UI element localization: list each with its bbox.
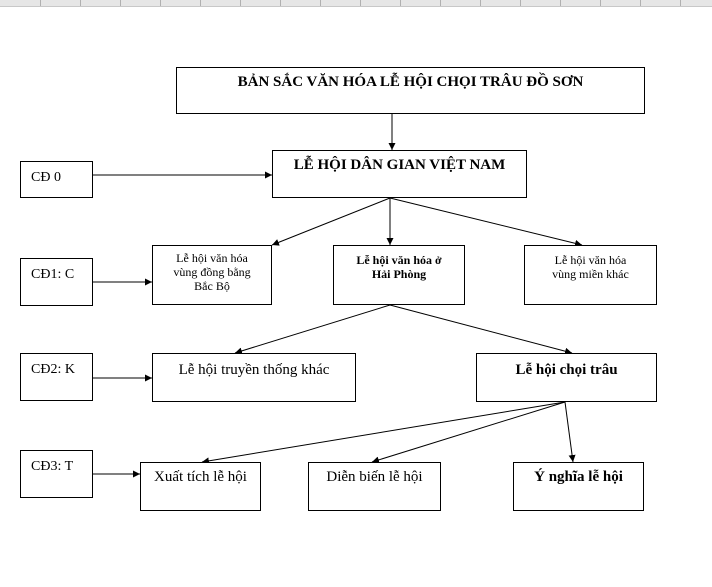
level1-right-line2: vùng miền khác: [552, 266, 629, 281]
ruler-tick: [280, 0, 281, 6]
level1-label: CĐ1: C: [31, 267, 75, 282]
level1-left-line1: Lễ hội văn hóa: [176, 251, 248, 265]
arrow-level2-to-center: [371, 401, 566, 464]
level1-center-box: Lễ hội văn hóa ở Hải Phòng: [333, 245, 465, 305]
level3-right-box: Ý nghĩa lễ hội: [513, 462, 644, 511]
arrow-level2-to-left: [201, 401, 566, 465]
title-box: BẢN SẮC VĂN HÓA LỄ HỘI CHỌI TRÂU ĐỒ SƠN: [176, 67, 645, 114]
arrow-level1-to-left: [234, 304, 391, 355]
ruler-tick: [640, 0, 641, 6]
ruler-tick: [560, 0, 561, 6]
level3-label: CĐ3: T: [31, 459, 74, 474]
ruler-tick: [400, 0, 401, 6]
ruler: [0, 0, 712, 7]
level0-text: LỄ HỘI DÂN GIAN VIỆT NAM: [293, 157, 506, 173]
level2-left-box: Lễ hội truyền thống khác: [152, 353, 356, 402]
level3-center-box: Diễn biến lễ hội: [308, 462, 441, 511]
level2-label: CĐ2: K: [31, 362, 75, 377]
level1-label-box: CĐ1: C: [20, 258, 93, 306]
ruler-tick: [360, 0, 361, 6]
ruler-tick: [520, 0, 521, 6]
ruler-tick: [680, 0, 681, 6]
level2-label-box: CĐ2: K: [20, 353, 93, 401]
arrow-level1-to-right: [389, 304, 573, 355]
arrow-level2-to-right: [564, 401, 576, 463]
level0-label: CĐ 0: [31, 170, 61, 185]
level1-right-line1: Lễ hội văn hóa: [554, 253, 627, 267]
ruler-tick: [40, 0, 41, 6]
level1-left-line3: Bắc Bộ: [194, 278, 230, 293]
ruler-tick: [80, 0, 81, 6]
ruler-tick: [200, 0, 201, 6]
ruler-tick: [320, 0, 321, 6]
level1-center-line1: Lễ hội văn hóa ở: [356, 253, 442, 267]
level2-left-text: Lễ hội truyền thống khác: [178, 362, 330, 378]
level1-left-line2: vùng đồng bằng: [173, 264, 251, 279]
ruler-tick: [440, 0, 441, 6]
title-text: BẢN SẮC VĂN HÓA LỄ HỘI CHỌI TRÂU ĐỒ SƠN: [237, 74, 584, 90]
level3-label-box: CĐ3: T: [20, 450, 93, 498]
ruler-tick: [600, 0, 601, 6]
level0-label-box: CĐ 0: [20, 161, 93, 198]
ruler-tick: [120, 0, 121, 6]
level2-right-box: Lễ hội chọi trâu: [476, 353, 657, 402]
ruler-tick: [480, 0, 481, 6]
ruler-tick: [240, 0, 241, 6]
level0-box: LỄ HỘI DÂN GIAN VIỆT NAM: [272, 150, 527, 198]
level3-right-text: Ý nghĩa lễ hội: [534, 469, 623, 485]
level1-left-box: Lễ hội văn hóa vùng đồng bằng Bắc Bộ: [152, 245, 272, 305]
level1-center-line2: Hải Phòng: [371, 266, 427, 281]
level1-right-box: Lễ hội văn hóa vùng miền khác: [524, 245, 657, 305]
level3-left-text: Xuất tích lễ hội: [154, 469, 247, 485]
ruler-tick: [160, 0, 161, 6]
level2-right-text: Lễ hội chọi trâu: [515, 362, 618, 378]
level3-left-box: Xuất tích lễ hội: [140, 462, 261, 511]
arrow-level0-to-left: [271, 197, 391, 246]
level3-center-text: Diễn biến lễ hội: [326, 469, 423, 485]
arrow-level0-to-right: [389, 197, 583, 247]
